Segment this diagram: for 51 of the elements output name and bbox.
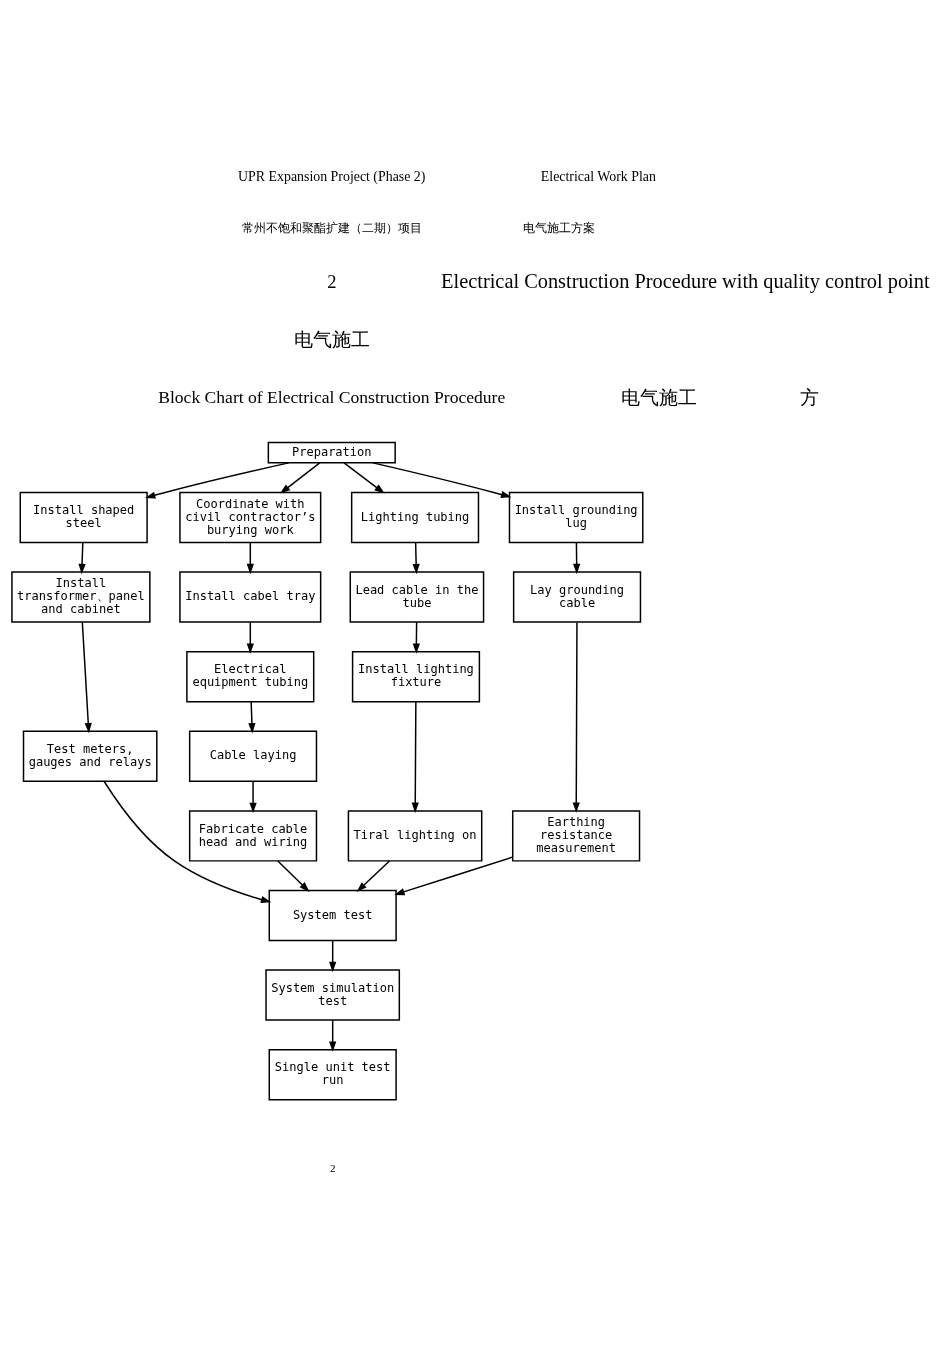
node-box: Lighting tubing — [350, 491, 480, 544]
node-box: Lead cable in the tube — [349, 571, 485, 623]
arrow — [246, 621, 254, 654]
node-box: Lay grounding cable — [512, 571, 642, 623]
arrow — [249, 780, 257, 814]
arrow — [277, 860, 310, 892]
arrow — [573, 541, 581, 575]
label: 电气施工方案 — [523, 220, 596, 235]
node-box: Install transformer、panel and cabinet — [11, 571, 151, 623]
arrow — [356, 860, 391, 892]
label: 2 — [329, 1162, 336, 1175]
label: 常州不饱和聚酯扩建（二期）项目 — [241, 220, 422, 235]
node-box: Electrical equipment tubing — [186, 650, 315, 703]
arrow — [394, 856, 514, 896]
node-box: Coordinate with civil contractor’s burying work — [179, 491, 322, 544]
node-box: Single unit test run — [268, 1048, 397, 1101]
arrow — [279, 462, 321, 494]
arrow — [81, 621, 92, 734]
arrow — [372, 462, 512, 498]
label: UPR Expansion Project (Phase 2) — [238, 168, 426, 184]
arrow — [78, 541, 86, 575]
label: 电气施工 — [293, 330, 370, 351]
node-box: Preparation — [267, 441, 396, 464]
node-box: System test — [268, 889, 397, 942]
node-box: Tiral lighting on — [347, 810, 483, 862]
arrow — [246, 541, 254, 575]
node-box: Fabricate cable head and wiring — [188, 810, 318, 862]
label: Electrical Work Plan — [540, 168, 656, 184]
arrow — [411, 701, 419, 813]
node-box: Install shaped steel — [19, 491, 148, 544]
label: Block Chart of Electrical Construction Procedure — [158, 387, 506, 408]
arrow — [572, 621, 580, 813]
node-box: Test meters, gauges and relays — [22, 730, 158, 782]
node-box: Install lighting fixture — [351, 650, 481, 703]
arrow — [103, 780, 272, 904]
node-box: Cable laying — [188, 730, 318, 782]
arrow — [412, 541, 420, 575]
node-box: System simulation test — [265, 969, 401, 1021]
arrow — [248, 701, 256, 734]
node-box: Earthing resistance measurement — [512, 810, 641, 862]
arrow — [145, 462, 290, 499]
label: 电气施工 — [620, 387, 697, 408]
label: 方 — [799, 387, 819, 408]
label: Electrical Construction Procedure with quality control point — [441, 270, 930, 293]
arrow — [329, 939, 337, 973]
label: 2 — [327, 271, 337, 292]
arrow — [412, 621, 420, 654]
node-box: Install grounding lug — [508, 491, 644, 544]
arrow — [343, 462, 385, 494]
node-box: Install cabel tray — [179, 571, 322, 623]
arrow — [329, 1019, 337, 1052]
